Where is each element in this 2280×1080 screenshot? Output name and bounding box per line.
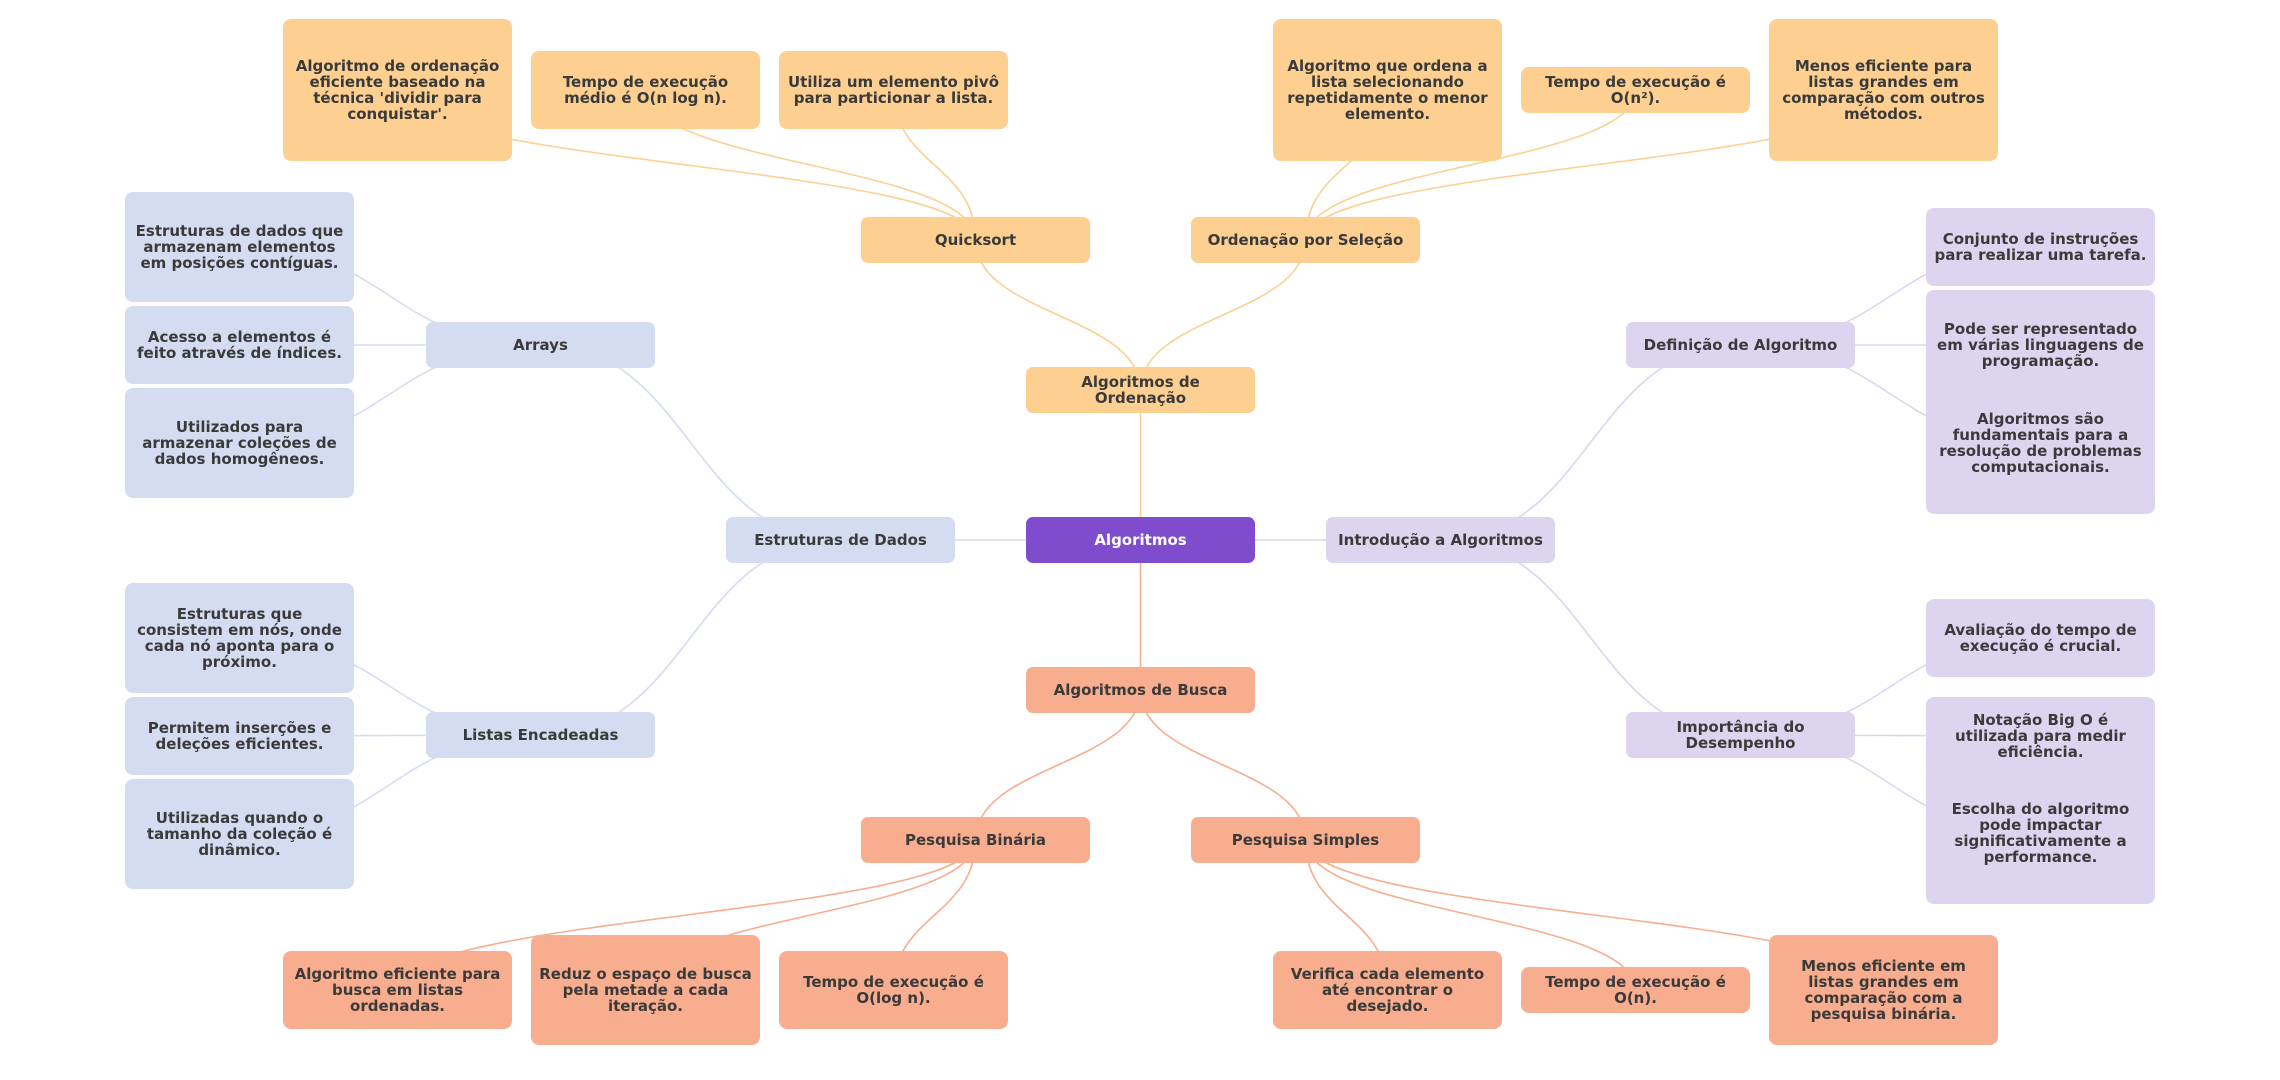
leaf-note[interactable]: Utiliza um elemento pivô para particiona… bbox=[779, 51, 1008, 129]
topic-label: Quicksort bbox=[934, 231, 1017, 249]
leaf-text: Menos eficiente para listas grandes em c… bbox=[1782, 57, 1985, 123]
branch-introducao-a-algoritmos[interactable]: Introdução a Algoritmos bbox=[1326, 517, 1555, 563]
topic-arrays[interactable]: Arrays bbox=[426, 322, 655, 368]
leaf-text: Acesso a elementos é feito através de ín… bbox=[137, 328, 342, 362]
leaf-note[interactable]: Tempo de execução é O(log n). bbox=[779, 951, 1008, 1029]
connector-line bbox=[1440, 539, 1741, 736]
leaf-text: Tempo de execução é O(n²). bbox=[1545, 73, 1726, 107]
connector-line bbox=[1139, 689, 1307, 841]
leaf-text: Avaliação do tempo de execução é crucial… bbox=[1944, 621, 2137, 655]
topic-quicksort[interactable]: Quicksort bbox=[861, 217, 1090, 263]
leaf-note[interactable]: Permitem inserções e deleções eficientes… bbox=[125, 697, 354, 775]
leaf-note[interactable]: Algoritmo que ordena a lista selecionand… bbox=[1273, 19, 1502, 161]
topic-label: Definição de Algoritmo bbox=[1643, 336, 1838, 354]
topic-pesquisa-binaria[interactable]: Pesquisa Binária bbox=[861, 817, 1090, 863]
leaf-note[interactable]: Tempo de execução é O(n). bbox=[1521, 967, 1750, 1013]
leaf-note[interactable]: Tempo de execução médio é O(n log n). bbox=[531, 51, 760, 129]
leaf-note[interactable]: Algoritmos são fundamentais para a resol… bbox=[1926, 372, 2155, 514]
topic-definicao-de-algoritmo[interactable]: Definição de Algoritmo bbox=[1626, 322, 1855, 368]
leaf-note[interactable]: Reduz o espaço de busca pela metade a ca… bbox=[531, 935, 760, 1045]
leaf-text: Utilizadas quando o tamanho da coleção é… bbox=[146, 809, 333, 859]
branch-label: Algoritmos de Ordenação bbox=[1081, 373, 1200, 407]
topic-importancia-do-desempenho[interactable]: Importância do Desempenho bbox=[1626, 712, 1855, 758]
leaf-text: Utilizados para armazenar coleções de da… bbox=[142, 418, 337, 468]
connector-line bbox=[974, 239, 1142, 391]
topic-label: Ordenação por Seleção bbox=[1207, 231, 1404, 249]
leaf-note[interactable]: Estruturas de dados que armazenam elemen… bbox=[125, 192, 354, 302]
leaf-text: Algoritmo que ordena a lista selecionand… bbox=[1287, 57, 1488, 123]
topic-listas-encadeadas[interactable]: Listas Encadeadas bbox=[426, 712, 655, 758]
leaf-note[interactable]: Avaliação do tempo de execução é crucial… bbox=[1926, 599, 2155, 677]
leaf-note[interactable]: Utilizadas quando o tamanho da coleção é… bbox=[125, 779, 354, 889]
leaf-note[interactable]: Menos eficiente em listas grandes em com… bbox=[1769, 935, 1998, 1045]
leaf-text: Notação Big O é utilizada para medir efi… bbox=[1955, 711, 2126, 761]
topic-label: Pesquisa Simples bbox=[1231, 831, 1380, 849]
leaf-text: Menos eficiente em listas grandes em com… bbox=[1801, 957, 1966, 1023]
leaf-text: Algoritmo de ordenação eficiente baseado… bbox=[295, 57, 500, 123]
branch-label: Introdução a Algoritmos bbox=[1338, 531, 1543, 549]
leaf-text: Utiliza um elemento pivô para particiona… bbox=[787, 73, 999, 107]
topic-label: Importância do Desempenho bbox=[1676, 718, 1805, 752]
leaf-text: Tempo de execução é O(n). bbox=[1545, 973, 1726, 1007]
leaf-note[interactable]: Menos eficiente para listas grandes em c… bbox=[1769, 19, 1998, 161]
connector-line bbox=[974, 689, 1142, 841]
leaf-text: Reduz o espaço de busca pela metade a ca… bbox=[539, 965, 752, 1015]
branch-algoritmos-de-busca[interactable]: Algoritmos de Busca bbox=[1026, 667, 1255, 713]
connector-line bbox=[1139, 239, 1307, 391]
connector-line bbox=[1304, 839, 1637, 991]
branch-estruturas-de-dados[interactable]: Estruturas de Dados bbox=[726, 517, 955, 563]
topic-label: Pesquisa Binária bbox=[905, 831, 1046, 849]
connector-line bbox=[1440, 344, 1741, 541]
branch-label: Algoritmos de Busca bbox=[1053, 681, 1228, 699]
leaf-text: Estruturas de dados que armazenam elemen… bbox=[135, 222, 344, 272]
leaf-text: Permitem inserções e deleções eficientes… bbox=[147, 719, 332, 753]
root-node[interactable]: Algoritmos bbox=[1026, 517, 1255, 563]
leaf-text: Pode ser representado em várias linguage… bbox=[1937, 320, 2144, 370]
topic-label: Arrays bbox=[513, 336, 568, 354]
branch-label: Estruturas de Dados bbox=[754, 531, 927, 549]
topic-label: Listas Encadeadas bbox=[462, 726, 619, 744]
leaf-text: Tempo de execução é O(log n). bbox=[803, 973, 984, 1007]
leaf-note[interactable]: Estruturas que consistem em nós, onde ca… bbox=[125, 583, 354, 693]
leaf-text: Tempo de execução médio é O(n log n). bbox=[562, 73, 729, 107]
root-label: Algoritmos bbox=[1094, 531, 1187, 549]
connector-line bbox=[540, 344, 841, 541]
leaf-note[interactable]: Algoritmo de ordenação eficiente baseado… bbox=[283, 19, 512, 161]
leaf-text: Verifica cada elemento até encontrar o d… bbox=[1290, 965, 1485, 1015]
leaf-note[interactable]: Conjunto de instruções para realizar uma… bbox=[1926, 208, 2155, 286]
leaf-note[interactable]: Verifica cada elemento até encontrar o d… bbox=[1273, 951, 1502, 1029]
connector-line bbox=[540, 539, 841, 736]
leaf-note[interactable]: Tempo de execução é O(n²). bbox=[1521, 67, 1750, 113]
leaf-text: Estruturas que consistem em nós, onde ca… bbox=[137, 605, 342, 671]
leaf-note[interactable]: Algoritmo eficiente para busca em listas… bbox=[283, 951, 512, 1029]
leaf-note[interactable]: Utilizados para armazenar coleções de da… bbox=[125, 388, 354, 498]
leaf-note[interactable]: Acesso a elementos é feito através de ín… bbox=[125, 306, 354, 384]
connector-line bbox=[1304, 89, 1637, 241]
topic-ordenacao-por-selecao[interactable]: Ordenação por Seleção bbox=[1191, 217, 1420, 263]
leaf-text: Algoritmos são fundamentais para a resol… bbox=[1939, 410, 2142, 476]
leaf-text: Algoritmo eficiente para busca em listas… bbox=[294, 965, 501, 1015]
topic-pesquisa-simples[interactable]: Pesquisa Simples bbox=[1191, 817, 1420, 863]
leaf-note[interactable]: Escolha do algoritmo pode impactar signi… bbox=[1926, 762, 2155, 904]
leaf-text: Escolha do algoritmo pode impactar signi… bbox=[1951, 800, 2130, 866]
leaf-text: Conjunto de instruções para realizar uma… bbox=[1934, 230, 2147, 264]
branch-algoritmos-de-ordenacao[interactable]: Algoritmos de Ordenação bbox=[1026, 367, 1255, 413]
